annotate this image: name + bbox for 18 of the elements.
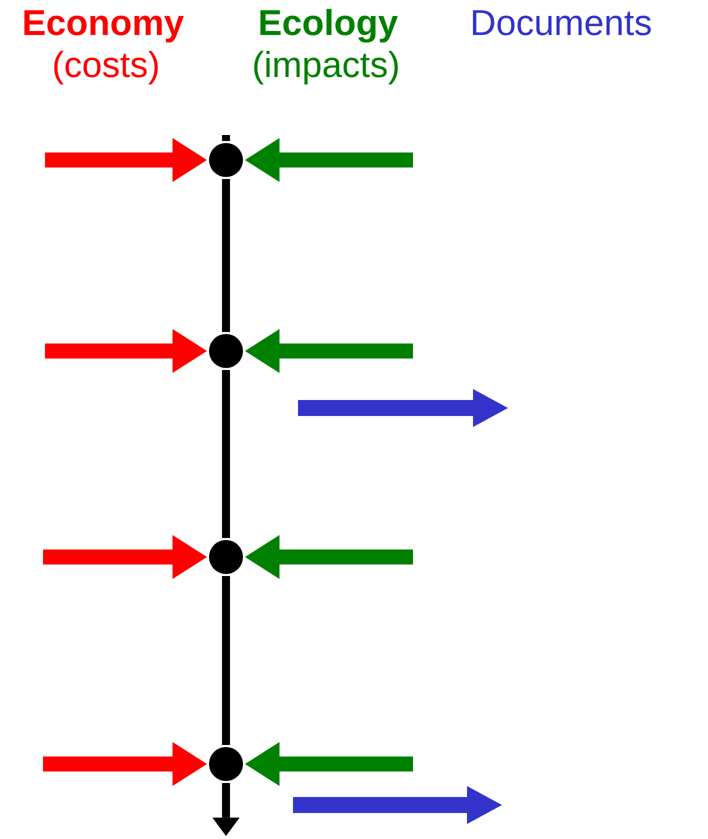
column-heading: Economy	[22, 2, 184, 44]
timeline-line	[222, 370, 230, 538]
arrow	[45, 138, 207, 182]
column-heading: Ecology	[258, 2, 398, 44]
timeline-line	[222, 576, 230, 745]
arrow	[45, 329, 207, 373]
arrow	[245, 329, 413, 373]
timeline-line	[222, 179, 230, 332]
arrow	[245, 742, 413, 786]
column-subheading: (costs)	[52, 44, 160, 86]
column-heading: Documents	[470, 2, 652, 44]
arrow	[43, 742, 207, 786]
arrow	[212, 783, 240, 836]
arrow	[245, 138, 413, 182]
arrow	[43, 535, 207, 579]
timeline-line	[222, 135, 230, 141]
arrow	[245, 535, 413, 579]
column-subheading: (impacts)	[252, 44, 400, 86]
